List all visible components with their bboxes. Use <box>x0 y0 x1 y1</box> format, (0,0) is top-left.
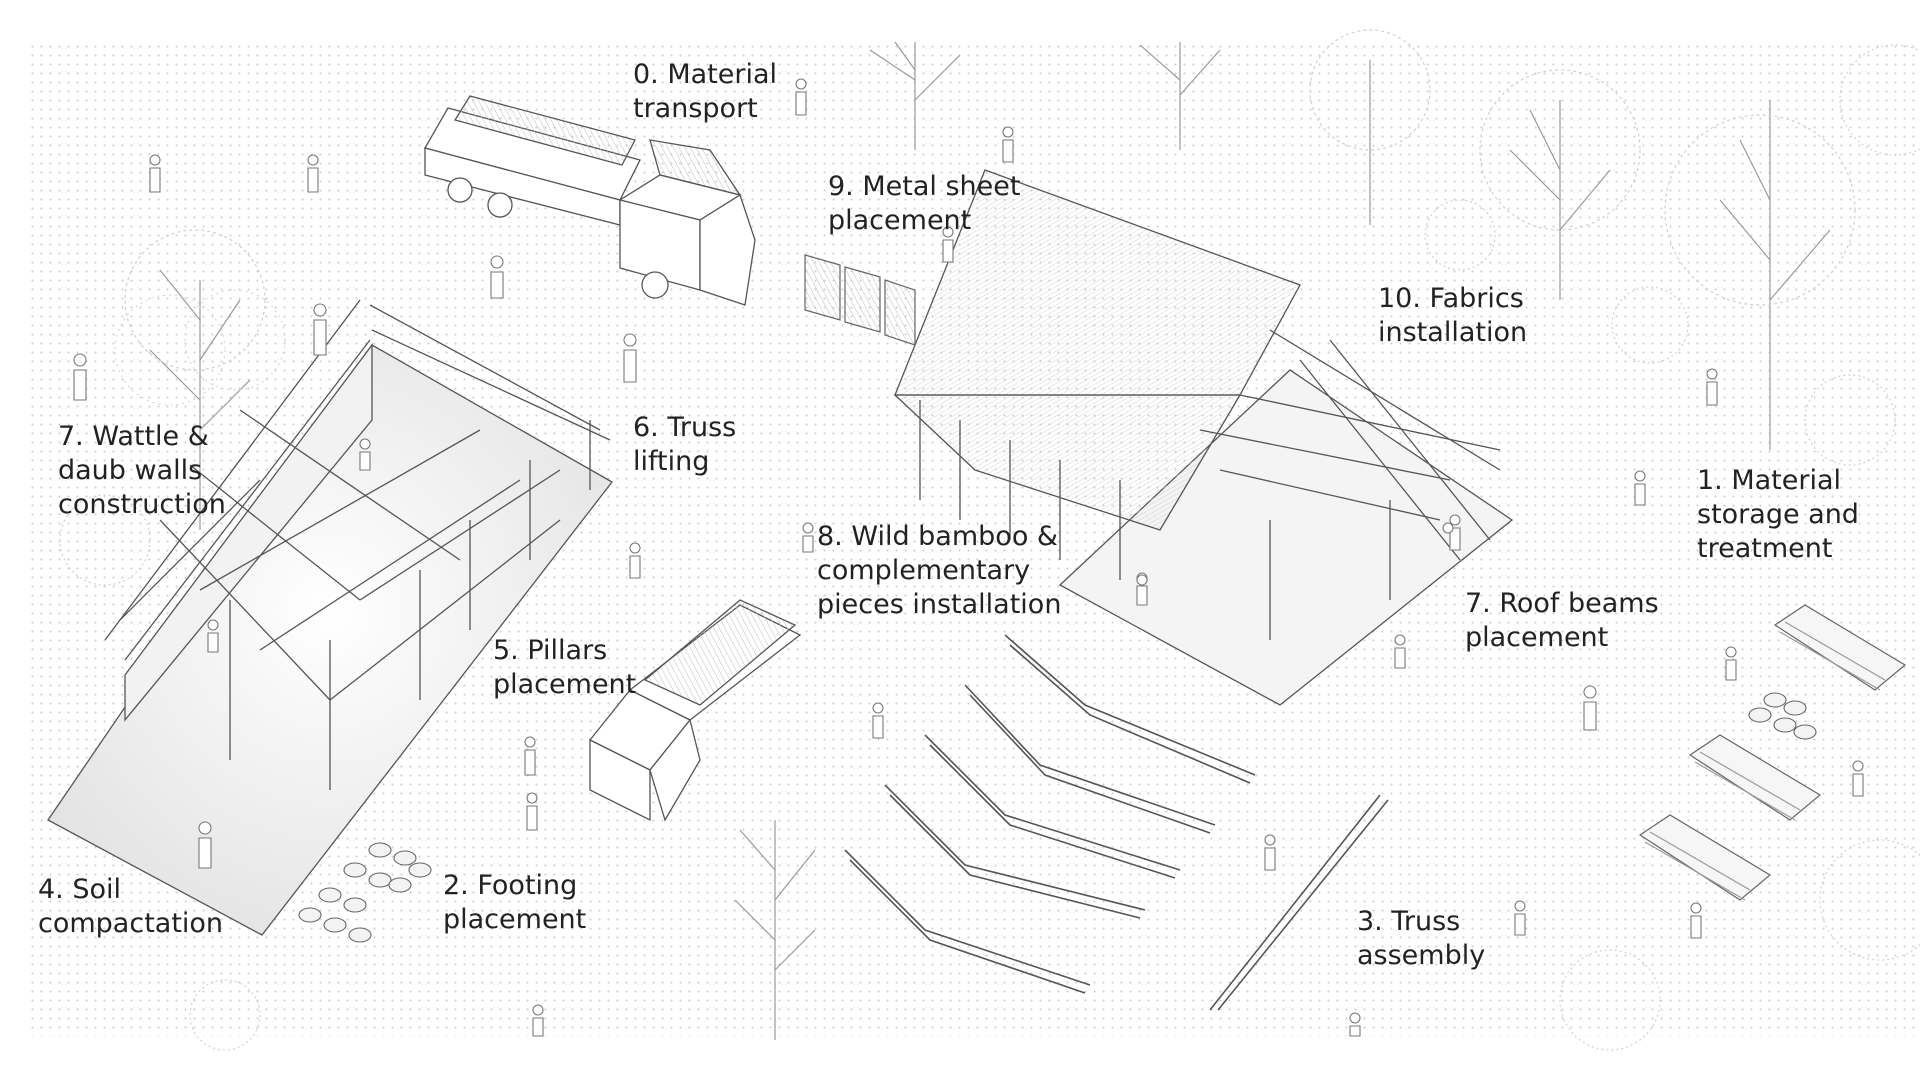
label-line: complementary <box>817 555 1031 586</box>
label-line: lifting <box>633 446 710 477</box>
label-step-5: 5. Pillars placement <box>493 634 636 702</box>
label-step-3: 3. Truss assembly <box>1357 905 1485 973</box>
label-line: placement <box>493 669 637 700</box>
label-step-7-beams: 7. Roof beams placement <box>1465 587 1659 655</box>
label-line: installation <box>1378 317 1528 348</box>
label-step-4: 4. Soil compactation <box>38 873 223 941</box>
label-line: 0. Material <box>633 59 778 90</box>
people <box>73 78 1864 1037</box>
trees <box>59 29 1920 1051</box>
footings <box>298 692 1817 943</box>
label-line: 1. Material <box>1697 465 1842 496</box>
label-line: placement <box>828 205 972 236</box>
truck-top <box>424 95 756 306</box>
label-line: construction <box>58 489 226 520</box>
label-line: 4. Soil <box>38 874 122 905</box>
label-step-7-walls: 7. Wattle & daub walls construction <box>58 420 226 522</box>
bamboo-bundles <box>1638 604 1907 901</box>
label-step-6: 6. Truss lifting <box>633 411 736 479</box>
label-line: 2. Footing <box>443 870 578 901</box>
truck-center <box>588 599 802 822</box>
tree-top-center <box>869 41 1221 150</box>
label-step-0: 0. Material transport <box>633 58 777 126</box>
label-line: pieces installation <box>817 589 1062 620</box>
metal-panels <box>804 254 916 346</box>
label-line: placement <box>1465 622 1609 653</box>
label-line: placement <box>443 904 587 935</box>
label-step-2: 2. Footing placement <box>443 869 586 937</box>
label-line: assembly <box>1357 940 1486 971</box>
label-line: 6. Truss <box>633 412 737 443</box>
label-line: 5. Pillars <box>493 635 608 666</box>
label-line: 8. Wild bamboo & <box>817 521 1058 552</box>
label-line: compactation <box>38 908 224 939</box>
label-line: transport <box>633 93 758 124</box>
label-line: 7. Wattle & <box>58 421 209 452</box>
label-line: treatment <box>1697 533 1833 564</box>
label-step-9: 9. Metal sheet placement <box>828 170 1020 238</box>
label-line: 10. Fabrics <box>1378 283 1524 314</box>
label-step-1: 1. Material storage and treatment <box>1697 464 1859 566</box>
label-line: storage and <box>1697 499 1859 530</box>
right-building <box>893 169 1514 706</box>
tree-bottom <box>59 494 1920 1051</box>
tree-top-right <box>1309 29 1920 466</box>
trusses <box>844 634 1389 1011</box>
label-step-8: 8. Wild bamboo & complementary pieces in… <box>817 520 1061 622</box>
left-structure <box>47 299 613 936</box>
tree-left <box>114 229 286 530</box>
label-line: 9. Metal sheet <box>828 171 1021 202</box>
label-line: 3. Truss <box>1357 906 1461 937</box>
label-step-10: 10. Fabrics installation <box>1378 282 1527 350</box>
label-line: daub walls <box>58 455 203 486</box>
label-line: 7. Roof beams <box>1465 588 1659 619</box>
